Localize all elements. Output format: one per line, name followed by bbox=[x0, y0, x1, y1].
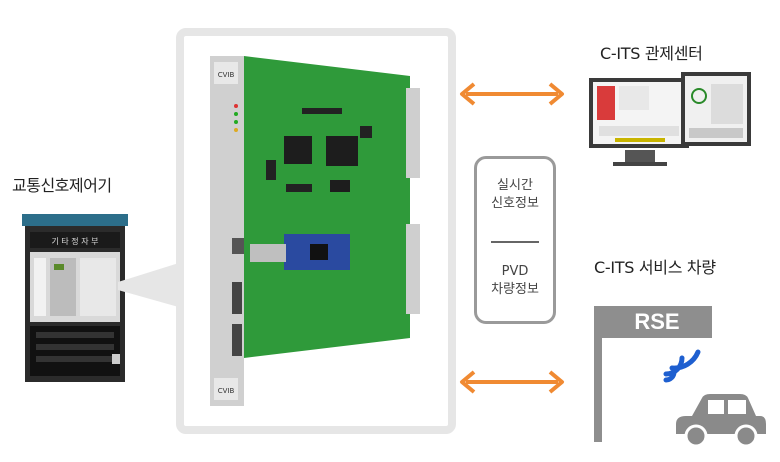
rse-sign: RSE bbox=[602, 306, 712, 338]
control-center-monitors-image bbox=[589, 72, 751, 166]
pvd-vehicle-info: PVD 차량정보 bbox=[477, 263, 553, 299]
rse-pole bbox=[594, 306, 602, 442]
double-arrow-top-icon bbox=[460, 82, 564, 106]
data-exchange-box: 실시간 신호정보 PVD 차량정보 bbox=[474, 156, 556, 324]
realtime-signal-info-line1: 실시간 bbox=[497, 178, 533, 193]
front-panel-label-bottom: CVIB bbox=[218, 387, 235, 395]
front-panel-label-top: CVIB bbox=[218, 71, 235, 79]
car-icon bbox=[676, 394, 766, 448]
cabinet-panel-text: 기 타 정 자 부 bbox=[52, 236, 99, 246]
realtime-signal-info-line2: 신호정보 bbox=[491, 196, 539, 211]
pvd-vehicle-info-line1: PVD bbox=[501, 264, 529, 279]
traffic-signal-controller-label: 교통신호제어기 bbox=[12, 176, 112, 195]
wireless-signal-icon bbox=[663, 349, 701, 383]
double-arrow-bottom-icon bbox=[460, 370, 564, 394]
realtime-signal-info: 실시간 신호정보 bbox=[477, 177, 553, 213]
c-its-vehicle-label: C-ITS 서비스 차량 bbox=[594, 258, 716, 277]
cvib-board-image: CVIB CVIB bbox=[210, 56, 420, 406]
info-divider bbox=[491, 241, 539, 243]
board-frame bbox=[176, 28, 456, 434]
pvd-vehicle-info-line2: 차량정보 bbox=[491, 282, 539, 297]
connection-band bbox=[118, 262, 182, 308]
control-center-label: C-ITS 관제센터 bbox=[600, 44, 703, 63]
traffic-signal-cabinet-image: 기 타 정 자 부 bbox=[22, 214, 128, 382]
